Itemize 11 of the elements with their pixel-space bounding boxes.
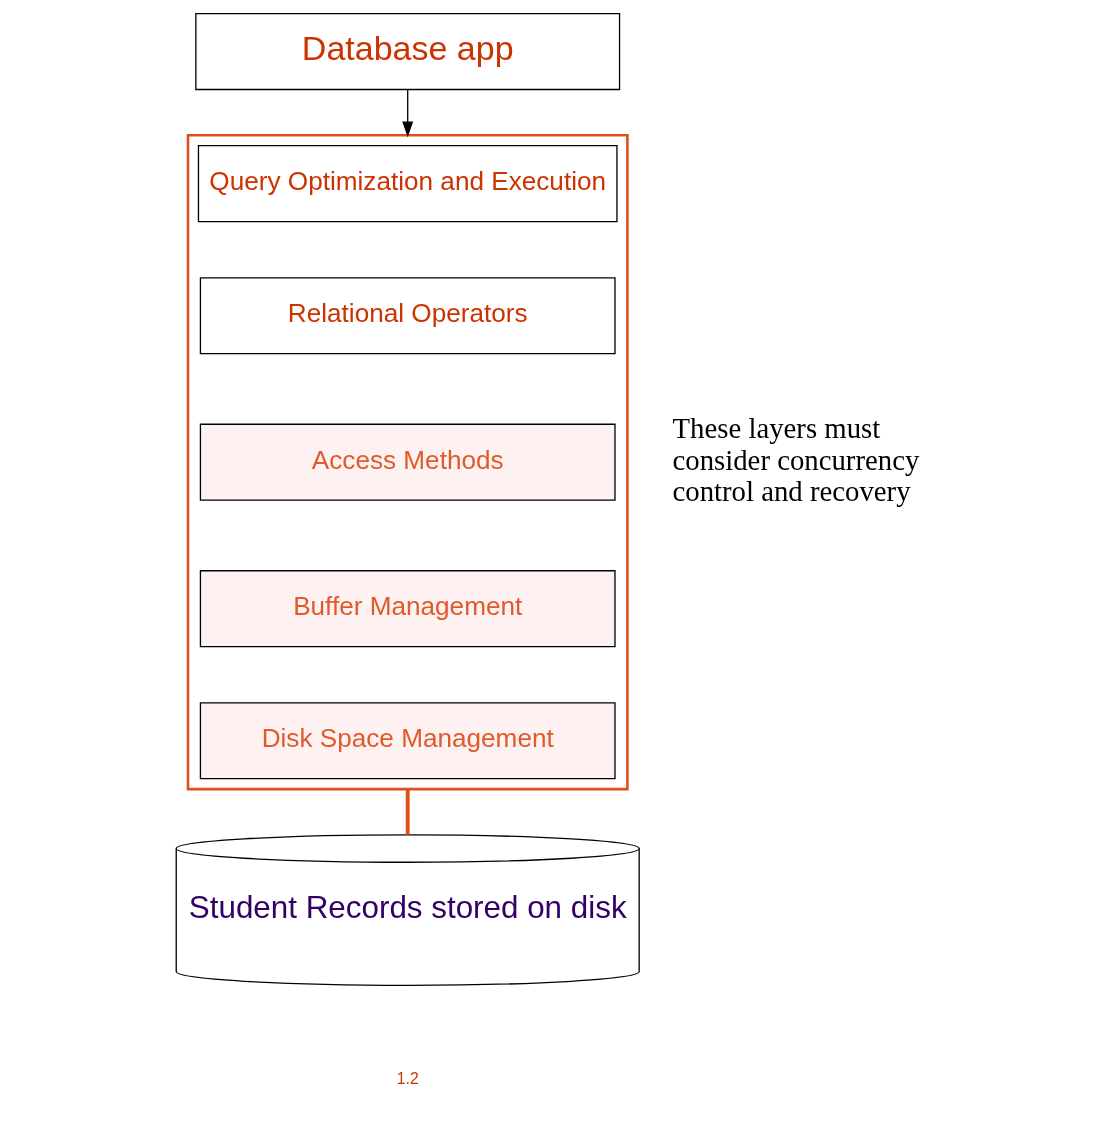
node-box: Database app: [195, 12, 621, 91]
cluster: [186, 133, 629, 791]
connector: [405, 789, 410, 835]
node-box: Relational Operators: [199, 277, 616, 355]
node-box: Disk Space Management: [199, 702, 616, 780]
node-box: Query Optimization and Execution: [197, 145, 618, 223]
label: These layers must consider concurrency control and recovery: [672, 412, 920, 507]
node-box: Buffer Management: [199, 570, 616, 648]
arrow: [402, 88, 414, 138]
label: 1.2: [396, 1069, 419, 1087]
node-box: Access Methods: [199, 423, 616, 501]
